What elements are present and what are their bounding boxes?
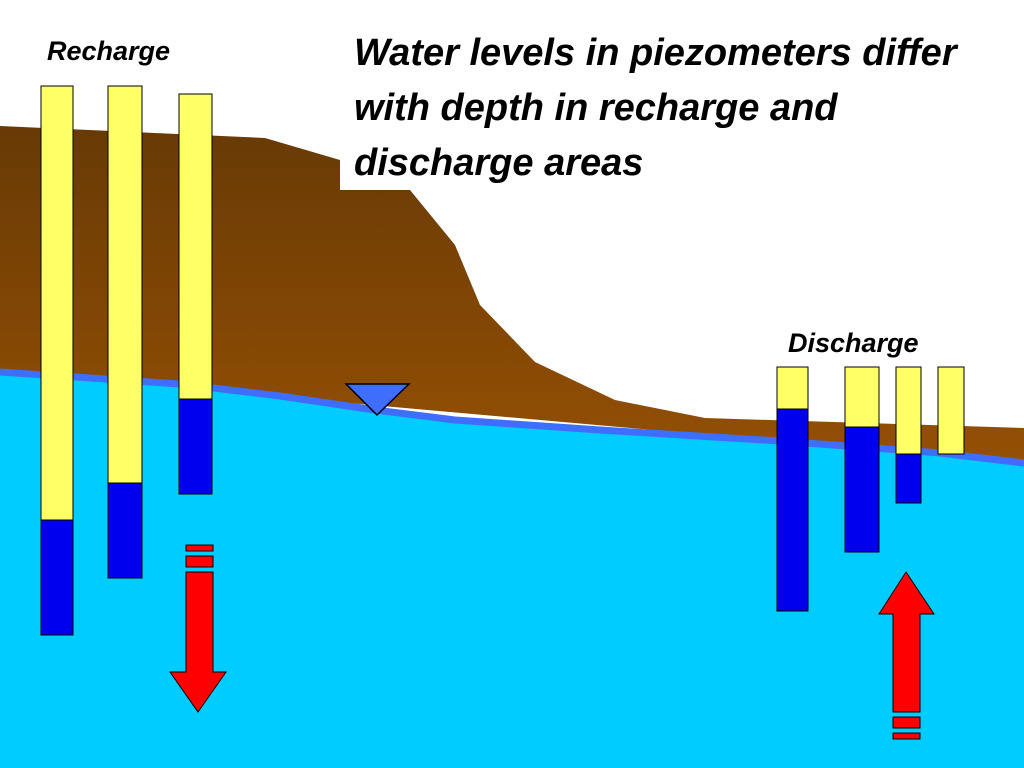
discharge-label: Discharge [788, 328, 919, 358]
piezometer-discharge-1 [776, 366, 809, 612]
diagram-title: Water levels in piezometers differ with … [354, 32, 957, 184]
piezometer-discharge-2 [844, 366, 880, 553]
recharge-label: Recharge [47, 36, 171, 66]
recharge-piezometers [40, 85, 213, 636]
soil-layer [0, 126, 1024, 463]
discharge-piezometers [776, 366, 965, 612]
piezometer-recharge-2 [107, 85, 143, 579]
up-arrow-icon [878, 571, 935, 740]
water-table-line [0, 368, 1024, 467]
piezometer-discharge-3 [895, 366, 922, 504]
piezometer-recharge-1 [40, 85, 74, 636]
piezometer-recharge-3 [178, 93, 213, 495]
piezometer-discharge-4 [937, 366, 965, 455]
water-table-marker-icon [344, 383, 411, 417]
groundwater-zone [0, 372, 1024, 768]
down-arrow-icon [169, 544, 227, 713]
